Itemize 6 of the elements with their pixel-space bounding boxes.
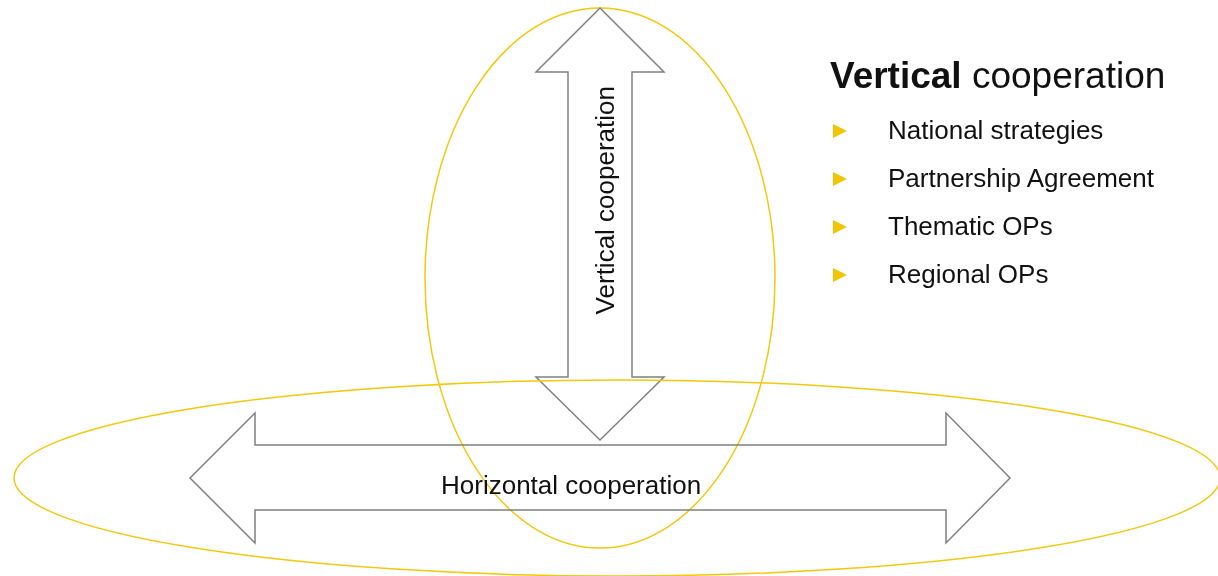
list-item: Partnership Agreement — [888, 165, 1154, 191]
arrow-label: Vertical cooperation — [592, 86, 618, 315]
list-item: Thematic OPs — [888, 213, 1053, 239]
list-heading: Vertical cooperation — [830, 57, 1166, 94]
list-item: Regional OPs — [888, 261, 1049, 287]
list-item: National strategies — [888, 117, 1104, 143]
